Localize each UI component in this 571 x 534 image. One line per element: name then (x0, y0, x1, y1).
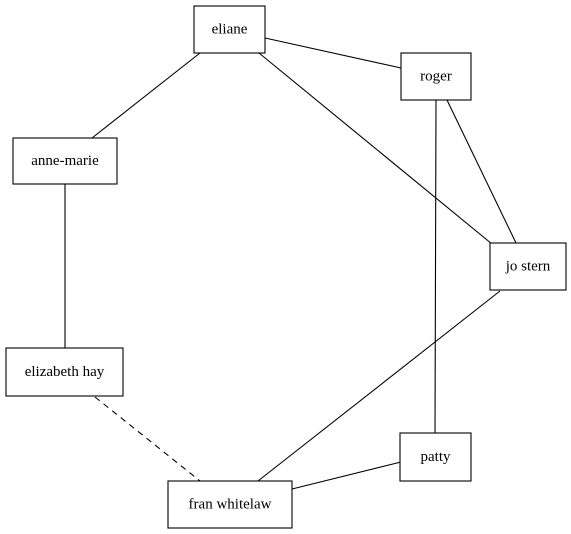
node-box (5, 347, 124, 397)
edge-elizabeth-hay-fran-whitelaw (94, 396, 201, 482)
node-label: elizabeth hay (25, 364, 105, 380)
edge-eliane-anne-marie (91, 52, 201, 139)
node-label: roger (420, 69, 452, 85)
node-label: anne-marie (31, 153, 99, 169)
node-box (400, 52, 472, 101)
node-box (399, 432, 472, 482)
node-box (193, 5, 266, 54)
node-label: patty (421, 449, 451, 465)
node-box (12, 137, 118, 185)
node-jo-stern[interactable]: jo stern (489, 242, 567, 291)
node-patty[interactable]: patty (399, 432, 472, 482)
node-label: jo stern (505, 259, 551, 275)
node-label: fran whitelaw (189, 497, 272, 513)
edge-eliane-jo-stern (258, 52, 493, 245)
edge-eliane-roger (264, 37, 402, 69)
node-roger[interactable]: roger (400, 52, 472, 101)
edge-roger-jo-stern (446, 99, 517, 244)
nodes-layer: eliane roger anne-marie jo stern elizabe… (5, 5, 567, 529)
node-label: eliane (212, 22, 248, 38)
edge-jo-stern-fran-whitelaw (257, 290, 501, 482)
edge-patty-fran-whitelaw (291, 461, 402, 490)
node-elizabeth-hay[interactable]: elizabeth hay (5, 347, 124, 397)
edges-layer (64, 37, 517, 490)
edge-roger-patty (434, 99, 437, 434)
node-box (167, 480, 293, 529)
node-fran-whitelaw[interactable]: fran whitelaw (167, 480, 293, 529)
node-eliane[interactable]: eliane (193, 5, 266, 54)
node-box (489, 242, 567, 291)
node-anne-marie[interactable]: anne-marie (12, 137, 118, 185)
